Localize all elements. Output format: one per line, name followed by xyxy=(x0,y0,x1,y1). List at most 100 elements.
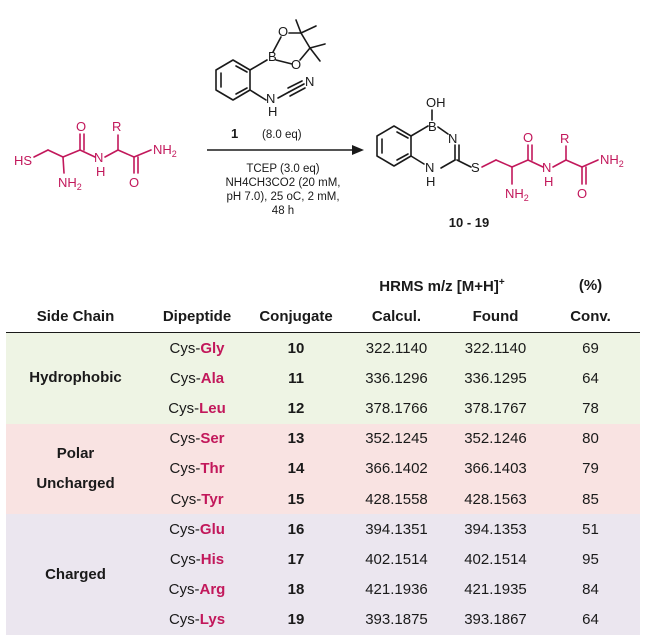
column-header-conjugate: Conjugate xyxy=(249,301,343,333)
dipeptide-prefix: Cys- xyxy=(169,339,201,357)
conversion-cell: 69 xyxy=(541,332,640,364)
atom-o: O xyxy=(278,24,288,39)
calcul-mass-cell: 402.1514 xyxy=(343,544,450,575)
side-chain-name: Hydrophobic xyxy=(29,369,122,387)
atom-nh2: NH2 xyxy=(153,142,177,159)
conjugate-cell: 17 xyxy=(249,544,343,575)
conjugate-cell: 18 xyxy=(249,574,343,605)
conversion-cell: 64 xyxy=(541,604,640,635)
reagent-1-structure: B O O N H N xyxy=(215,19,326,119)
found-mass-cell: 428.1563 xyxy=(450,483,541,515)
atom-hs: HS xyxy=(14,153,32,168)
dipeptide-prefix: Cys- xyxy=(168,581,200,599)
found-mass-cell: 378.1767 xyxy=(450,393,541,424)
calcul-mass-cell: 322.1140 xyxy=(343,332,450,364)
conjugate-cell: 16 xyxy=(249,514,343,545)
atom-h: H xyxy=(96,164,105,179)
reagent-number: 1 xyxy=(231,126,238,141)
atom-o: O xyxy=(291,57,301,72)
dipeptide-cell: Cys-Lys xyxy=(145,604,249,635)
atom-n: N xyxy=(266,91,275,106)
condition-4: 48 h xyxy=(272,205,294,217)
found-mass-cell: 322.1140 xyxy=(450,332,541,364)
reaction-scheme: B O O N H N 1 (8.0 eq) HS O N H R O NH2 … xyxy=(14,19,624,230)
conversion-cell: 85 xyxy=(541,483,640,515)
side-chain-name: Polar xyxy=(56,444,95,462)
conjugate-cell: 10 xyxy=(249,332,343,364)
dipeptide-prefix: Cys- xyxy=(169,369,201,387)
amino-acid-label: Arg xyxy=(199,581,226,599)
atom-r: R xyxy=(560,131,569,146)
atom-n: N xyxy=(448,131,457,146)
conversion-cell: 79 xyxy=(541,453,640,484)
atom-o: O xyxy=(76,119,86,134)
conversion-cell: 51 xyxy=(541,514,640,545)
side-chain-group-label: Hydrophobic xyxy=(6,332,145,424)
column-header-found: Found xyxy=(450,301,541,333)
reaction-arrowhead xyxy=(352,145,364,155)
atom-o: O xyxy=(523,130,533,145)
calcul-mass-cell: 421.1936 xyxy=(343,574,450,605)
conversion-cell: 84 xyxy=(541,574,640,605)
amino-acid-label: Tyr xyxy=(201,490,224,508)
atom-n: N xyxy=(305,74,314,89)
column-header-conv: Conv. xyxy=(541,301,640,333)
calcul-mass-cell: 394.1351 xyxy=(343,514,450,545)
dipeptide-prefix: Cys- xyxy=(169,430,201,448)
conversion-cell: 80 xyxy=(541,423,640,454)
found-mass-cell: 352.1246 xyxy=(450,423,541,454)
atom-oh: OH xyxy=(426,95,446,110)
condition-3: pH 7.0), 25 oC, 2 mM, xyxy=(226,191,339,203)
product-range: 10 - 19 xyxy=(449,215,489,230)
conv-group-header: (%) xyxy=(578,277,603,294)
found-mass-cell: 366.1403 xyxy=(450,453,541,484)
amino-acid-label: Glu xyxy=(199,520,225,538)
atom-h: H xyxy=(426,174,435,189)
dipeptide-cell: Cys-His xyxy=(145,544,249,575)
calcul-mass-cell: 393.1875 xyxy=(343,604,450,635)
hrms-group-header: HRMS m/z [M+H]+ xyxy=(379,276,505,295)
found-mass-cell: 336.1295 xyxy=(450,363,541,394)
atom-o: O xyxy=(577,186,587,201)
conversion-cell: 78 xyxy=(541,393,640,424)
side-chain-name: Charged xyxy=(45,565,106,583)
conjugate-cell: 14 xyxy=(249,453,343,484)
conjugate-cell: 12 xyxy=(249,393,343,424)
found-mass-cell: 421.1935 xyxy=(450,574,541,605)
dipeptide-structure: HS O N H R O NH2 NH2 xyxy=(14,119,177,192)
amino-acid-label: Gly xyxy=(200,339,225,357)
atom-nh2: NH2 xyxy=(505,186,529,203)
side-chain-group-label: Charged xyxy=(6,514,145,635)
dipeptide-cell: Cys-Glu xyxy=(145,514,249,545)
amino-acid-label: Ala xyxy=(200,369,225,387)
atom-nh2: NH2 xyxy=(58,175,82,192)
conversion-cell: 95 xyxy=(541,544,640,575)
atom-n: N xyxy=(425,160,434,175)
calcul-mass-cell: 366.1402 xyxy=(343,453,450,484)
calcul-mass-cell: 428.1558 xyxy=(343,483,450,515)
reagent-equiv: (8.0 eq) xyxy=(262,129,302,141)
dipeptide-cell: Cys-Arg xyxy=(145,574,249,605)
atom-b: B xyxy=(428,119,437,134)
conjugate-cell: 15 xyxy=(249,483,343,515)
column-header-dipeptide: Dipeptide xyxy=(145,301,249,333)
dipeptide-cell: Cys-Ala xyxy=(145,363,249,394)
dipeptide-prefix: Cys- xyxy=(169,520,200,538)
atom-b: B xyxy=(268,49,277,64)
found-mass-cell: 393.1867 xyxy=(450,604,541,635)
side-chain-name: Uncharged xyxy=(36,474,115,492)
atom-nh2: NH2 xyxy=(600,152,624,169)
dipeptide-prefix: Cys- xyxy=(170,490,202,508)
calcul-mass-cell: 352.1245 xyxy=(343,423,450,454)
dipeptide-prefix: Cys- xyxy=(168,399,200,417)
dipeptide-prefix: Cys- xyxy=(169,460,201,478)
